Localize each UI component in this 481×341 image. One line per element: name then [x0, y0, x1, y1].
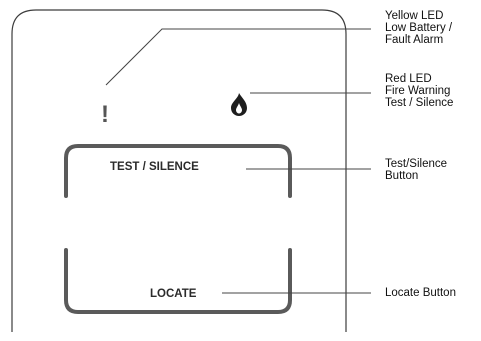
callout-line: Locate Button: [385, 287, 456, 299]
test-silence-button-outline: [64, 144, 292, 198]
callout-line: Red LED: [385, 73, 432, 85]
callout-line: Low Battery /: [385, 22, 453, 34]
callout-line: Fault Alarm: [385, 34, 444, 46]
locate-button-callout: Locate Button: [385, 287, 456, 299]
yellow-led-leader: [105, 28, 371, 86]
yellow-led-symbol: !: [101, 101, 109, 128]
device-body-outline: [11, 9, 347, 332]
test-silence-button-callout: Test/Silence Button: [385, 158, 447, 182]
callout-line: Button: [385, 170, 419, 182]
yellow-led-callout: Yellow LED Low Battery / Fault Alarm: [385, 10, 452, 46]
flame-icon: [231, 93, 247, 116]
callout-line: Test / Silence: [385, 97, 454, 109]
locate-button-outline: [64, 248, 292, 314]
callout-line: Yellow LED: [385, 10, 444, 22]
test-silence-label: TEST / SILENCE: [110, 161, 199, 173]
leader-lines: [105, 28, 371, 294]
locate-label: LOCATE: [150, 288, 197, 300]
callout-line: Test/Silence: [385, 158, 448, 170]
callout-line: Fire Warning: [385, 85, 451, 97]
red-led-callout: Red LED Fire Warning Test / Silence: [385, 73, 453, 109]
